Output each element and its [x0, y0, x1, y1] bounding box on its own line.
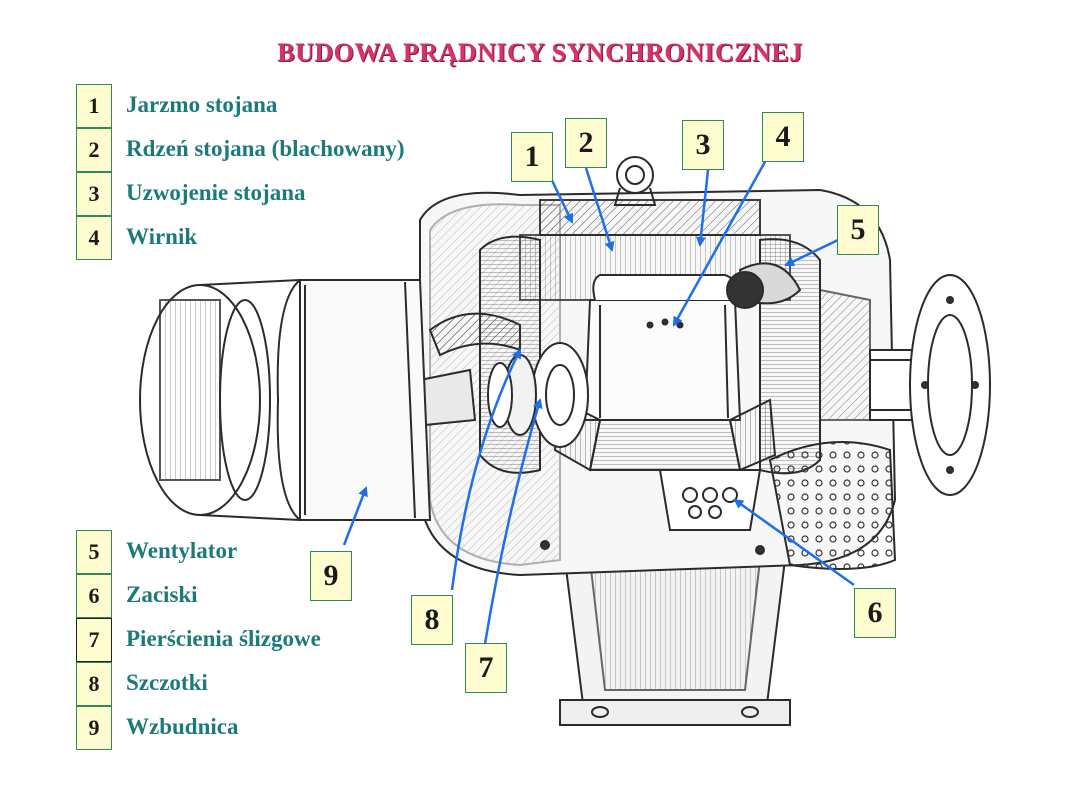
legend-number: 7	[76, 618, 112, 662]
legend-label: Uzwojenie stojana	[126, 180, 306, 205]
callout-4: 4	[762, 112, 804, 162]
callout-5: 5	[837, 205, 879, 255]
legend-label: Wzbudnica	[126, 714, 239, 739]
legend-number: 5	[76, 530, 112, 574]
callout-9: 9	[310, 551, 352, 601]
legend-label: Wentylator	[126, 538, 238, 563]
callout-6: 6	[854, 588, 896, 638]
legend-number: 4	[76, 216, 112, 260]
callout-2: 2	[565, 118, 607, 168]
legend-number: 2	[76, 128, 112, 172]
callout-7: 7	[465, 643, 507, 693]
legend-number: 3	[76, 172, 112, 216]
legend-label: Wirnik	[126, 224, 198, 249]
page-title: BUDOWA PRĄDNICY SYNCHRONICZNEJ	[277, 38, 803, 67]
legend-label: Zaciski	[126, 582, 198, 607]
legend-number: 6	[76, 574, 112, 618]
legend-label: Rdzeń stojana (blachowany)	[126, 136, 405, 161]
callout-8: 8	[411, 595, 453, 645]
callout-3: 3	[682, 120, 724, 170]
callout-1: 1	[511, 132, 553, 182]
legend-number: 8	[76, 662, 112, 706]
legend-label: Szczotki	[126, 670, 208, 695]
legend-label: Pierścienia ślizgowe	[126, 626, 321, 651]
legend-number: 1	[76, 84, 112, 128]
legend-label: Jarzmo stojana	[126, 92, 278, 117]
legend-number: 9	[76, 706, 112, 750]
